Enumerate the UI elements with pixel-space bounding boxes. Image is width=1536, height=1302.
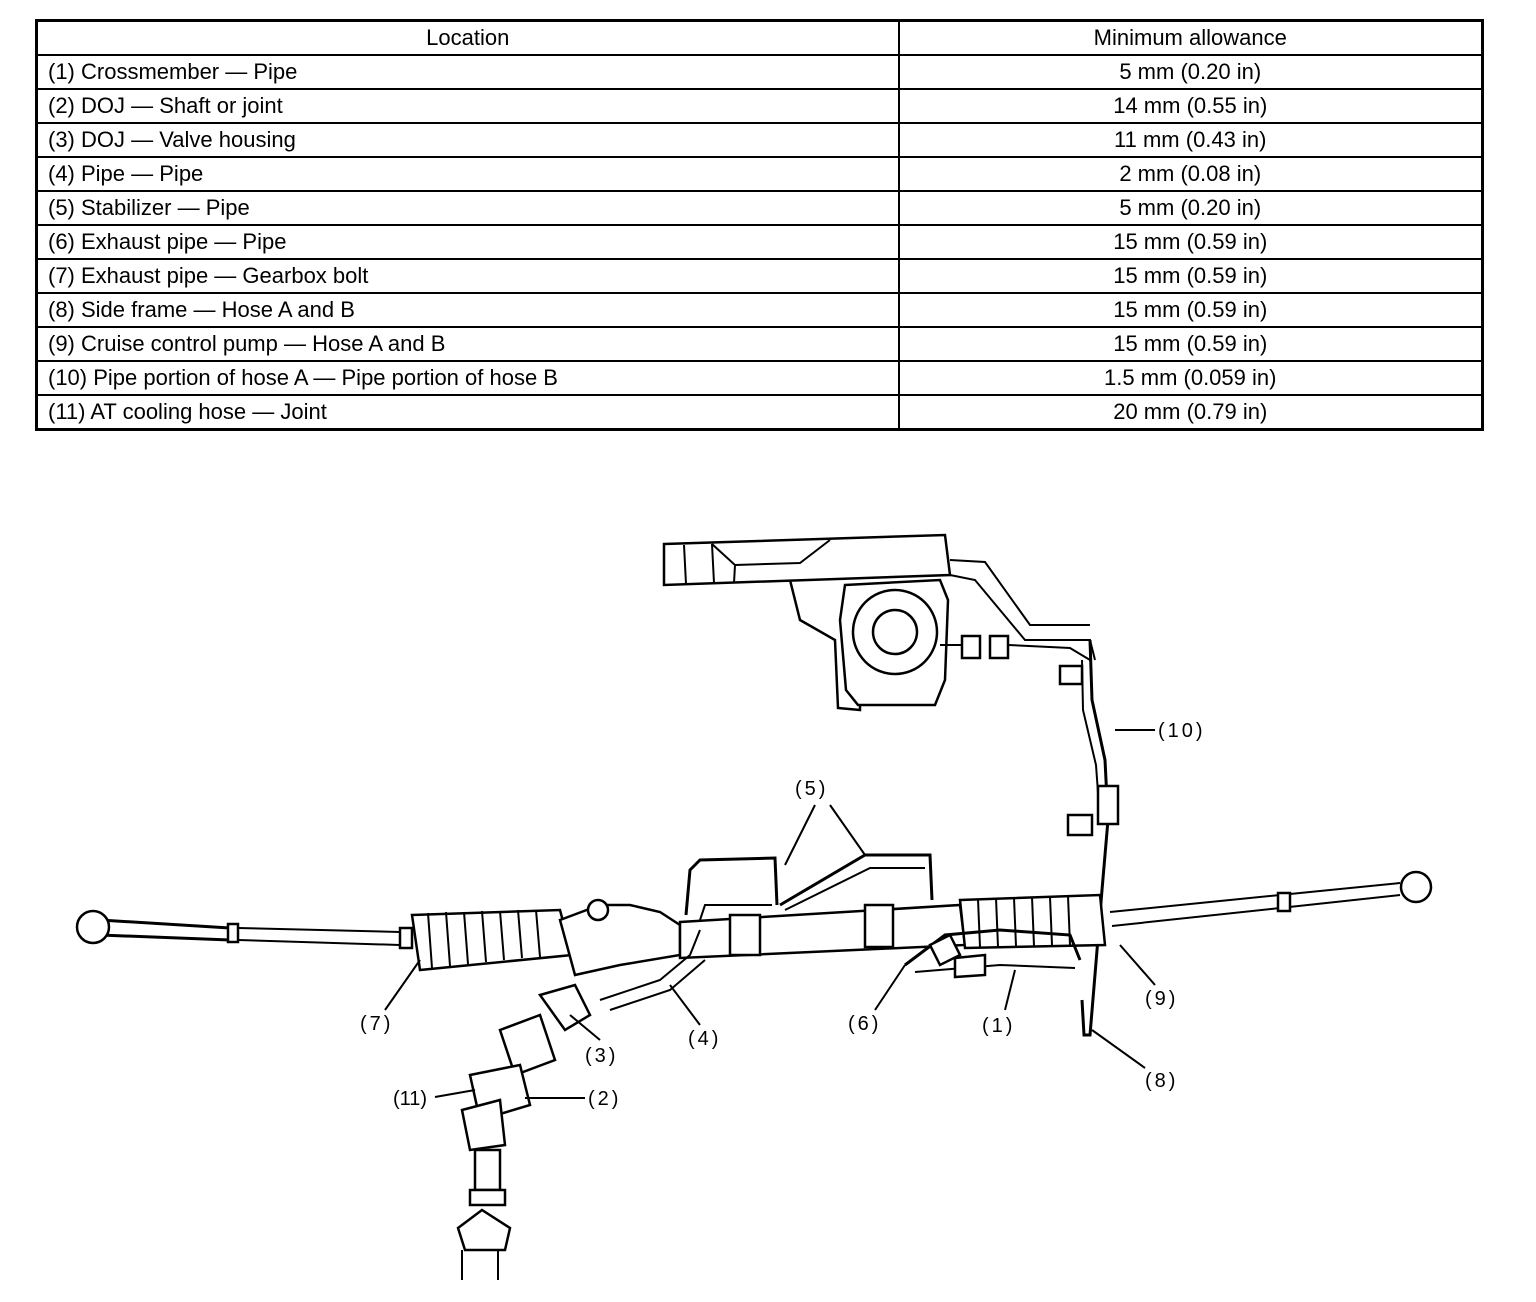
allowance-cell: 5 mm (0.20 in)	[897, 190, 1484, 226]
header-minimum-allowance: Minimum allowance	[897, 19, 1484, 56]
callout-labels: (10) (5) (7) (3) (4) (6) (1) (9) (8) (11…	[360, 720, 1206, 1110]
callout-2: (2)	[588, 1088, 621, 1110]
steering-gearbox-diagram: (10) (5) (7) (3) (4) (6) (1) (9) (8) (11…	[75, 533, 1433, 1280]
callout-3: (3)	[585, 1045, 618, 1067]
location-cell: (4) Pipe — Pipe	[35, 156, 900, 192]
callout-8: (8)	[1145, 1070, 1178, 1092]
callout-6: (6)	[848, 1013, 881, 1035]
allowance-cell: 15 mm (0.59 in)	[897, 292, 1484, 328]
callout-7: (7)	[360, 1013, 393, 1035]
location-cell: (10) Pipe portion of hose A — Pipe porti…	[35, 360, 900, 396]
allowance-cell: 20 mm (0.79 in)	[897, 394, 1484, 431]
location-cell: (3) DOJ — Valve housing	[35, 122, 900, 158]
allowance-cell: 5 mm (0.20 in)	[897, 54, 1484, 90]
location-cell: (1) Crossmember — Pipe	[35, 54, 900, 90]
hose-pipes	[1058, 639, 1120, 1037]
gearbox-body	[75, 870, 1433, 1011]
callout-10: (10)	[1158, 720, 1206, 742]
steering-shaft	[456, 983, 592, 1280]
allowance-cell: 15 mm (0.59 in)	[897, 258, 1484, 294]
callout-4: (4)	[688, 1028, 721, 1050]
leader-lines	[384, 729, 1156, 1099]
callout-5: (5)	[795, 778, 828, 800]
location-cell: (5) Stabilizer — Pipe	[35, 190, 900, 226]
header-location: Location	[35, 19, 900, 56]
allowance-cell: 1.5 mm (0.059 in)	[897, 360, 1484, 396]
allowance-cell: 14 mm (0.55 in)	[897, 88, 1484, 124]
location-cell: (2) DOJ — Shaft or joint	[35, 88, 900, 124]
location-cell: (6) Exhaust pipe — Pipe	[35, 224, 900, 260]
allowance-cell: 11 mm (0.43 in)	[897, 122, 1484, 158]
table-header-row: Location Minimum allowance	[35, 19, 1484, 56]
location-cell: (8) Side frame — Hose A and B	[35, 292, 900, 328]
allowance-cell: 15 mm (0.59 in)	[897, 326, 1484, 362]
allowance-table: Location Minimum allowance (1) Crossmemb…	[35, 19, 1484, 431]
callout-11: (11)	[393, 1088, 427, 1110]
table-row: (10) Pipe portion of hose A — Pipe porti…	[35, 360, 1484, 396]
allowance-cell: 15 mm (0.59 in)	[897, 224, 1484, 260]
location-cell: (11) AT cooling hose — Joint	[35, 394, 900, 431]
allowance-cell: 2 mm (0.08 in)	[897, 156, 1484, 192]
location-cell: (9) Cruise control pump — Hose A and B	[35, 326, 900, 362]
callout-9: (9)	[1145, 988, 1178, 1010]
location-cell: (7) Exhaust pipe — Gearbox bolt	[35, 258, 900, 294]
callout-1: (1)	[982, 1015, 1015, 1037]
pump-assembly	[662, 533, 1096, 712]
stabilizer-pipes	[684, 853, 934, 921]
